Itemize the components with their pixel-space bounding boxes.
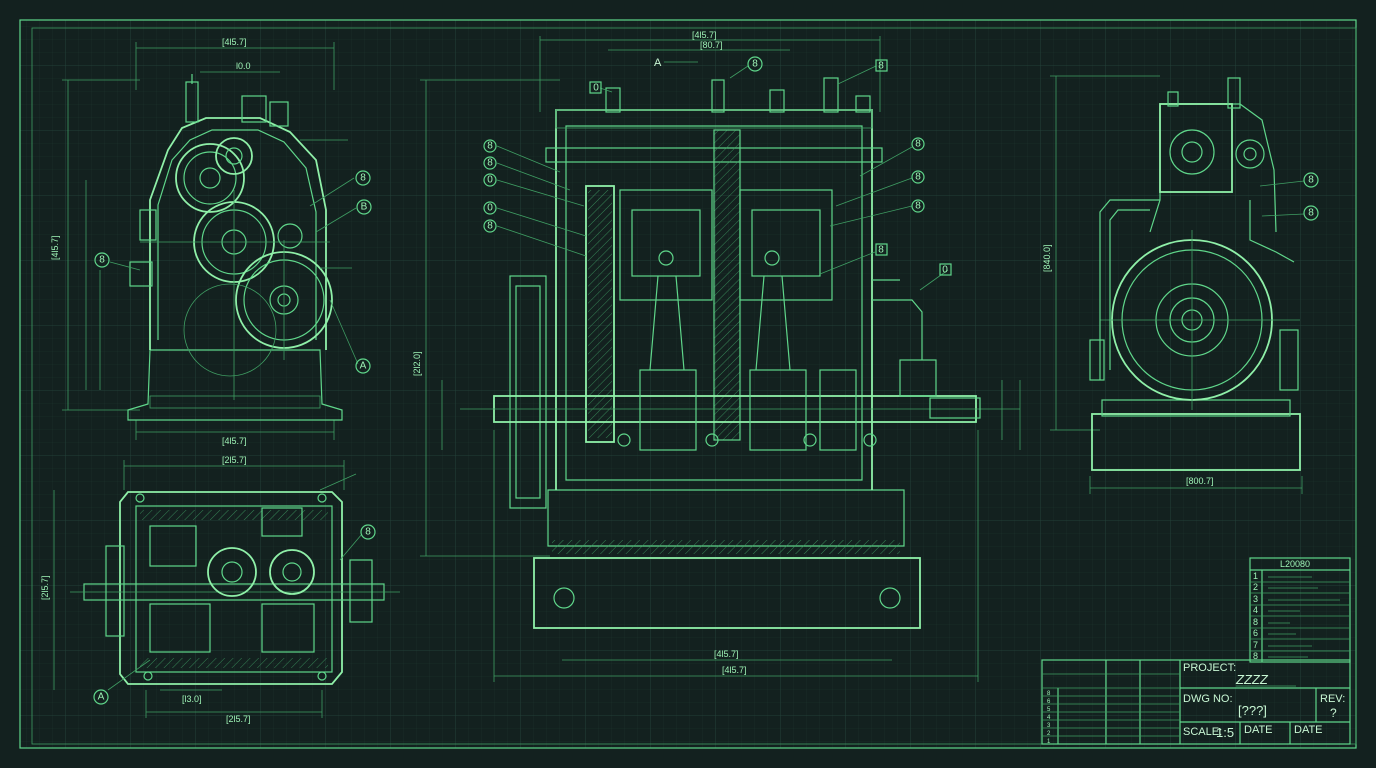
front-callout-a-left: 8 — [99, 255, 105, 266]
side-left-dimension: [840.0] — [1042, 244, 1052, 272]
rev-row-6: 2 — [1047, 731, 1051, 737]
parts-list-title: L20080 — [1280, 559, 1310, 569]
parts-list-row-3: 3 — [1253, 594, 1258, 604]
section-right-callout-4: 8 — [878, 245, 884, 256]
revision-label: REV: — [1320, 693, 1345, 705]
section-left-callout-3: 0 — [487, 175, 493, 186]
front-callout-c: B — [361, 202, 368, 213]
revision-value: ? — [1330, 706, 1337, 720]
section-right-callout-3: 8 — [915, 201, 921, 212]
rev-row-4: 4 — [1047, 715, 1051, 721]
parts-list-row-1: 1 — [1253, 571, 1258, 581]
side-callout-b: 8 — [1308, 208, 1314, 219]
front-inner-dimension: l0.0 — [236, 61, 251, 71]
section-mark: A — [654, 57, 662, 69]
parts-list: L20080 1 2 3 4 8 6 7 8 — [1249, 557, 1351, 663]
front-left-dimension: [4l5.7] — [50, 235, 60, 260]
plan-top-dimension: [2l5.7] — [222, 455, 247, 465]
section-top-callout-4: 0 — [942, 265, 948, 276]
scale-value: 1:5 — [1216, 725, 1234, 740]
section-left-dimension: [2l2.0] — [412, 351, 422, 376]
project-value: ZZZZ — [1235, 672, 1269, 687]
section-top-dimension-1: [4l5.7] — [692, 30, 717, 40]
drawing-number-value: [???] — [1238, 703, 1267, 718]
section-left-callout-5: 8 — [487, 221, 493, 232]
rev-row-7: 1 — [1047, 739, 1051, 745]
section-top-dimension-2: [80.7] — [700, 40, 723, 50]
section-left-callout-1: 8 — [487, 141, 493, 152]
parts-list-row-8: 8 — [1253, 651, 1258, 661]
section-left-callout-2: 8 — [487, 158, 493, 169]
plan-view: [2l5.7] [2l5.7] [l3.0] [2l5.7] — [40, 455, 400, 724]
section-top-callout-2: 8 — [878, 61, 884, 72]
project-label: PROJECT: — [1183, 662, 1236, 674]
section-top-callout-1: 8 — [752, 59, 758, 70]
plan-bottom-dimension-2: [2l5.7] — [226, 714, 251, 724]
section-top-callout-3: 0 — [593, 83, 599, 94]
plan-callout-b: 8 — [365, 527, 371, 538]
sheet-grid — [20, 20, 1356, 748]
parts-list-row-4: 4 — [1253, 605, 1258, 615]
section-right-callout-2: 8 — [915, 172, 921, 183]
front-bottom-dimension: [4l5.7] — [222, 436, 247, 446]
plan-callout-a: A — [98, 692, 105, 703]
date-label-2: DATE — [1294, 724, 1323, 736]
section-bottom-dimension-2: [4l5.7] — [722, 665, 747, 675]
parts-list-row-7: 7 — [1253, 640, 1258, 650]
side-callout-a: 8 — [1308, 175, 1314, 186]
parts-list-row-6: 6 — [1253, 628, 1258, 638]
scale-label: SCALE: — [1183, 726, 1222, 738]
parts-list-row-2: 2 — [1253, 582, 1258, 592]
section-right-callout-1: 8 — [915, 139, 921, 150]
parts-list-rows: 1 2 3 4 8 6 7 8 — [1250, 571, 1350, 661]
side-bottom-dimension: [800.7] — [1186, 476, 1214, 486]
rev-row-1: 8 — [1047, 691, 1051, 697]
inner-border — [31, 27, 1357, 745]
parts-list-row-5: 8 — [1253, 617, 1258, 627]
title-block: 8 6 5 4 3 2 1 PROJECT: ZZZZ DWG NO: [???… — [1041, 659, 1351, 745]
plan-left-dimension: [2l5.7] — [40, 575, 50, 600]
front-callout-b: 8 — [360, 173, 366, 184]
front-top-dimension: [4l5.7] — [222, 37, 247, 47]
side-view: [840.0] [800.7] 8 — [1042, 75, 1319, 494]
section-bottom-dimension-1: [4l5.7] — [714, 649, 739, 659]
section-view: [4l5.7] [80.7] [2l2.0] — [412, 30, 1021, 682]
plan-bottom-dimension-1: [l3.0] — [182, 694, 202, 704]
rev-row-3: 5 — [1047, 707, 1051, 713]
rev-row-2: 6 — [1047, 699, 1051, 705]
date-label-1: DATE — [1244, 724, 1273, 736]
drawing-number-label: DWG NO: — [1183, 693, 1233, 705]
section-left-callout-4: 0 — [487, 203, 493, 214]
front-callout-a: A — [360, 361, 367, 372]
rev-row-5: 3 — [1047, 723, 1051, 729]
front-view: [4l5.7] l0.0 [4l5.7] [4l5.7] — [50, 37, 372, 446]
